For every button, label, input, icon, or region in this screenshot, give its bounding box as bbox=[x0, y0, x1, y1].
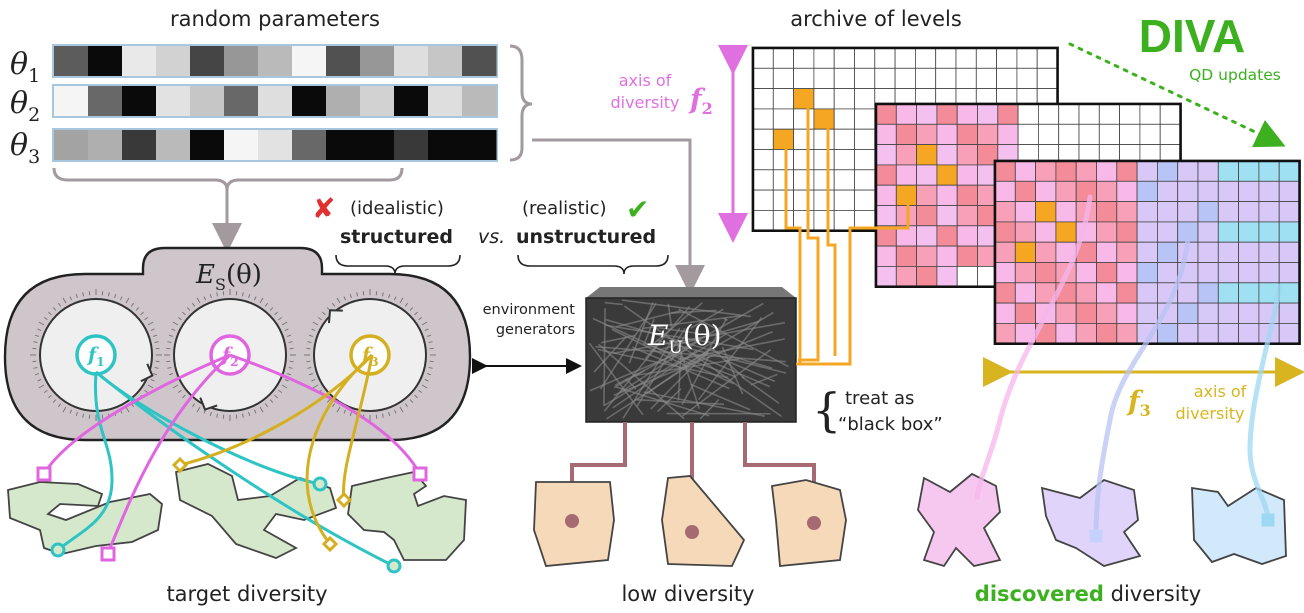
axis-f2-line1: axis of bbox=[619, 71, 672, 90]
param-cell bbox=[224, 86, 259, 116]
axis-f2-line2: diversity bbox=[610, 93, 679, 112]
param-cell bbox=[190, 86, 225, 116]
discovered-links bbox=[973, 194, 1283, 538]
param-right-brace bbox=[509, 44, 533, 162]
param-cell bbox=[360, 130, 395, 160]
structured-label: structured bbox=[340, 226, 453, 248]
unstructured-env-label: EU(θ) bbox=[647, 319, 722, 358]
param-cell bbox=[292, 46, 327, 76]
theta-labels: θ1 θ2 θ3 bbox=[10, 47, 40, 168]
axis-f3-line1: axis of bbox=[1194, 382, 1247, 401]
archive-grid-front bbox=[993, 159, 1301, 345]
param-cell bbox=[190, 46, 225, 76]
arrow-to-unstructured bbox=[532, 138, 705, 295]
param-cell bbox=[394, 86, 429, 116]
diva-title: DIVA bbox=[1139, 10, 1246, 62]
param-cell bbox=[292, 86, 327, 116]
param-cell bbox=[54, 86, 89, 116]
param-cell bbox=[394, 130, 429, 160]
black-box-brace: { bbox=[812, 383, 841, 437]
param-cell bbox=[156, 86, 191, 116]
param-cell bbox=[326, 46, 361, 76]
tangle-lines bbox=[588, 299, 789, 420]
param-cell bbox=[428, 46, 463, 76]
dial-1: f1 bbox=[30, 289, 162, 421]
vs-label: vs. bbox=[478, 226, 505, 248]
param-cell bbox=[122, 130, 157, 160]
cross-icon: ✘ bbox=[312, 192, 335, 225]
theta-1-label: θ1 bbox=[10, 47, 40, 87]
param-cell bbox=[122, 86, 157, 116]
param-cell bbox=[190, 130, 225, 160]
param-cell bbox=[394, 46, 429, 76]
param-cell bbox=[156, 130, 191, 160]
target-shapes bbox=[7, 463, 467, 561]
param-cell bbox=[326, 130, 361, 160]
param-cell bbox=[122, 46, 157, 76]
param-cell bbox=[224, 130, 259, 160]
param-bar-outline bbox=[52, 84, 498, 118]
black-box-top bbox=[586, 287, 796, 298]
param-cell bbox=[428, 86, 463, 116]
theta-2-label: θ2 bbox=[10, 86, 40, 126]
archive-to-blackbox-links bbox=[784, 100, 910, 366]
param-cell bbox=[156, 46, 191, 76]
theta-3-label: θ3 bbox=[10, 128, 40, 168]
param-bar-outline bbox=[52, 128, 498, 162]
unstructured-brace bbox=[517, 254, 669, 275]
black-box-line2: “black box” bbox=[838, 414, 943, 435]
param-cell bbox=[462, 130, 497, 160]
param-cell bbox=[54, 130, 89, 160]
param-cell bbox=[224, 46, 259, 76]
unstructured-label: unstructured bbox=[516, 226, 656, 248]
realistic-label: (realistic) bbox=[522, 198, 607, 219]
param-cell bbox=[88, 46, 123, 76]
idealistic-label: (idealistic) bbox=[350, 198, 444, 219]
param-cell bbox=[258, 86, 293, 116]
target-diversity-caption: target diversity bbox=[166, 582, 327, 606]
param-cell bbox=[428, 130, 463, 160]
param-cell bbox=[360, 46, 395, 76]
axis-f3-line2: diversity bbox=[1175, 404, 1244, 423]
target-links bbox=[42, 353, 422, 568]
archive-title: archive of levels bbox=[790, 7, 962, 31]
discovered-shapes bbox=[917, 472, 1287, 568]
low-diversity-shapes bbox=[533, 475, 847, 567]
axis-f2-symbol: f2 bbox=[688, 84, 713, 118]
param-cell bbox=[88, 86, 123, 116]
param-cell bbox=[258, 46, 293, 76]
env-generators-line1: environment bbox=[483, 302, 576, 318]
random-parameters-title: random parameters bbox=[170, 7, 380, 31]
structured-brace bbox=[335, 254, 461, 275]
param-cell bbox=[258, 130, 293, 160]
env-generators-line2: generators bbox=[496, 322, 575, 338]
check-icon: ✔ bbox=[626, 193, 649, 226]
low-diversity-caption: low diversity bbox=[621, 582, 754, 606]
parameter-bars bbox=[52, 44, 498, 162]
param-cell bbox=[360, 86, 395, 116]
archive-grids bbox=[751, 46, 1301, 345]
param-cell bbox=[462, 46, 497, 76]
dial-label-1: f1 bbox=[86, 344, 105, 369]
param-cell bbox=[88, 130, 123, 160]
black-box-line1: treat as bbox=[845, 388, 914, 409]
discovered-diversity-caption: discovered diversity bbox=[975, 582, 1201, 606]
param-cell bbox=[326, 86, 361, 116]
qd-updates-label: QD updates bbox=[1189, 66, 1281, 84]
param-bottom-brace bbox=[52, 167, 404, 191]
param-bar-outline bbox=[52, 44, 498, 78]
target-markers bbox=[36, 456, 428, 574]
structured-env-label: ES(θ) bbox=[195, 260, 262, 294]
qd-update-arrow bbox=[1068, 42, 1286, 148]
param-cell bbox=[54, 46, 89, 76]
param-cell bbox=[292, 130, 327, 160]
axis-f3-symbol: f3 bbox=[1126, 386, 1151, 420]
discovered-markers bbox=[969, 499, 1275, 543]
param-cell bbox=[462, 86, 497, 116]
